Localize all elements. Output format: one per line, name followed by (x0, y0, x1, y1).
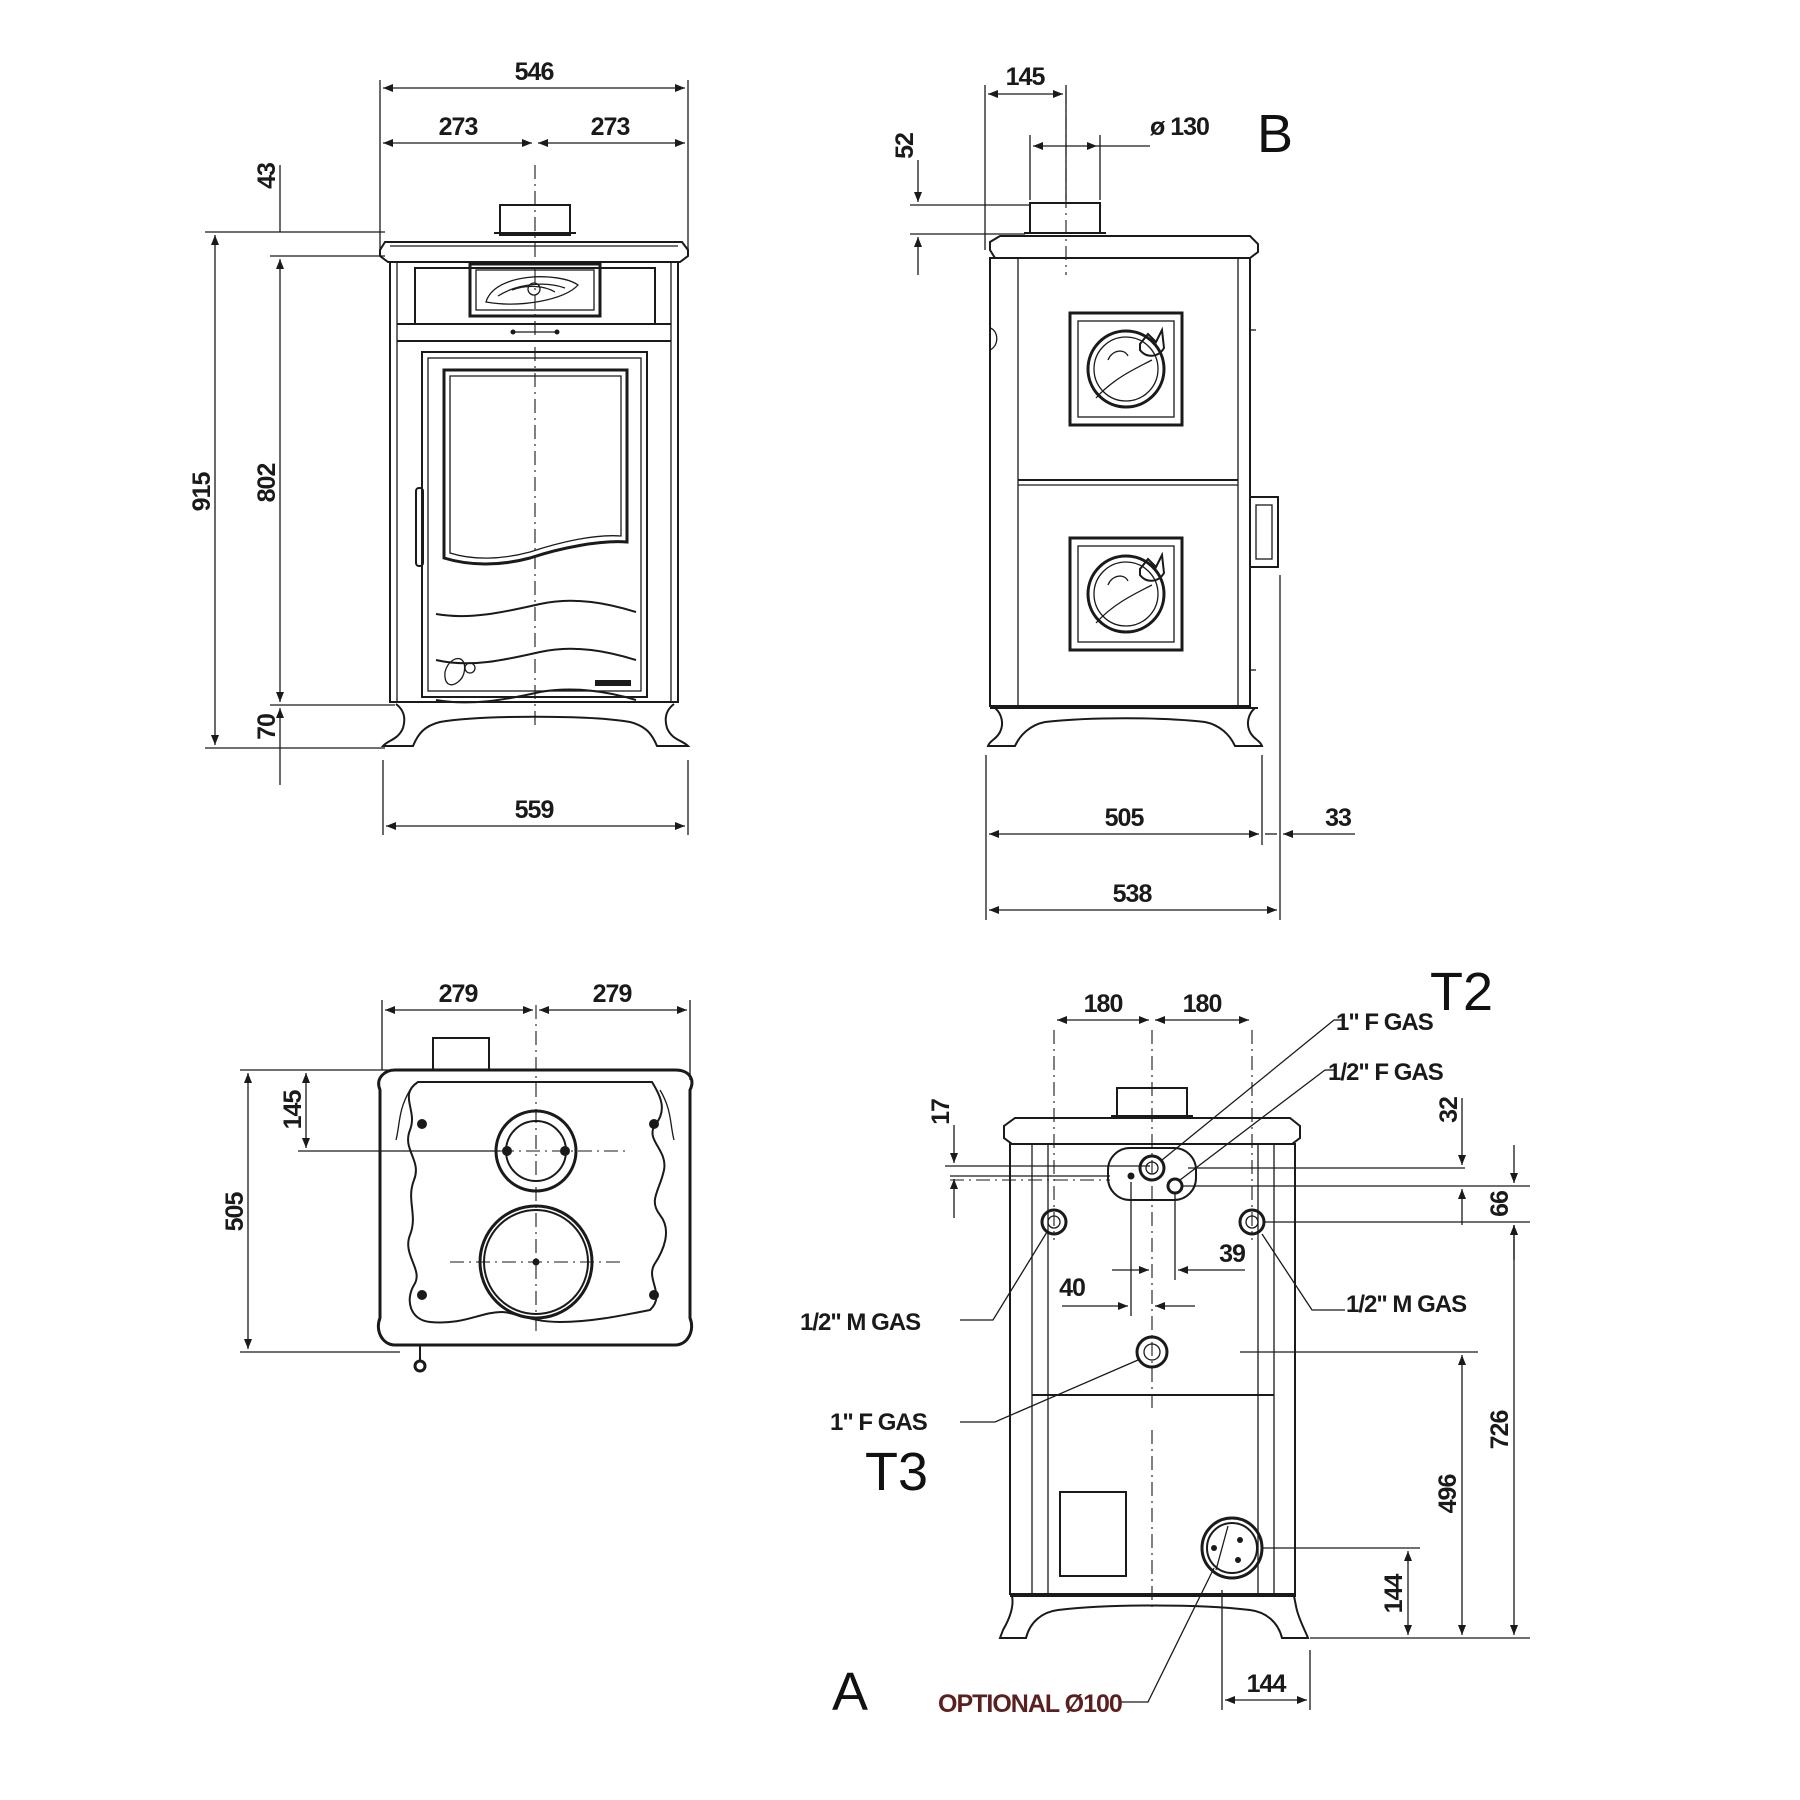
top-half-width-left-label: 279 (439, 980, 478, 1008)
conn-half-in-m-gas-left-label: 1/2" M GAS (800, 1309, 921, 1336)
rear-offset-left-label: 180 (1084, 990, 1123, 1018)
rear-view: T2 T3 A (800, 962, 1530, 1722)
top-depth-label: 505 (221, 1192, 249, 1232)
side-flue-diameter-label: ø 130 (1150, 113, 1209, 141)
front-view: 546 273 273 915 802 43 70 559 (188, 58, 691, 835)
front-total-height-label: 915 (188, 472, 216, 512)
side-flue-offset-label: 145 (1006, 63, 1046, 91)
front-half-width-right-label: 273 (591, 113, 630, 141)
rear-spacing-39-label: 39 (1219, 1240, 1245, 1268)
side-total-depth-label: 538 (1113, 880, 1153, 908)
rear-height-496-label: 496 (1434, 1475, 1462, 1514)
rear-spacing-66-label: 66 (1486, 1191, 1514, 1217)
front-body-height-label: 802 (253, 464, 281, 503)
optional-inlet-label: OPTIONAL Ø100 (938, 1690, 1122, 1718)
front-base-width-label: 559 (515, 796, 554, 824)
rear-height-144-label: 144 (1380, 1574, 1408, 1614)
rear-top-offset-17-label: 17 (927, 1099, 955, 1125)
conn-half-in-f-gas-label: 1/2" F GAS (1328, 1059, 1444, 1086)
conn-1in-f-gas-top-label: 1" F GAS (1336, 1009, 1434, 1036)
front-top-offset-label: 43 (253, 163, 281, 189)
top-half-width-right-label: 279 (593, 980, 632, 1008)
top-flue-offset-label: 145 (279, 1090, 307, 1130)
side-body-depth-label: 505 (1105, 804, 1145, 832)
front-half-width-left-label: 273 (439, 113, 478, 141)
rear-width-144-label: 144 (1247, 1670, 1287, 1698)
top-view: 279 279 505 145 (221, 980, 694, 1373)
front-base-height-label: 70 (253, 714, 281, 740)
side-flue-height-label: 52 (891, 133, 919, 159)
conn-1in-f-gas-bottom-label: 1" F GAS (830, 1409, 928, 1436)
conn-half-in-m-gas-right-label: 1/2" M GAS (1346, 1291, 1467, 1318)
side-tile-lower (1068, 536, 1184, 652)
view-label-a: A (832, 1662, 868, 1722)
view-label-t3: T3 (865, 1442, 928, 1502)
view-label-t2: T2 (1430, 962, 1493, 1022)
front-total-width-label: 546 (515, 58, 554, 86)
rear-spacing-40-label: 40 (1059, 1274, 1085, 1302)
rear-height-726-label: 726 (1486, 1411, 1514, 1450)
side-handle-depth-label: 33 (1325, 804, 1351, 832)
view-label-b: B (1257, 104, 1293, 164)
side-tile-upper (1068, 311, 1184, 427)
rear-offset-right-label: 180 (1183, 990, 1222, 1018)
side-view: B (891, 63, 1355, 920)
rear-top-offset-32-label: 32 (1435, 1097, 1463, 1123)
